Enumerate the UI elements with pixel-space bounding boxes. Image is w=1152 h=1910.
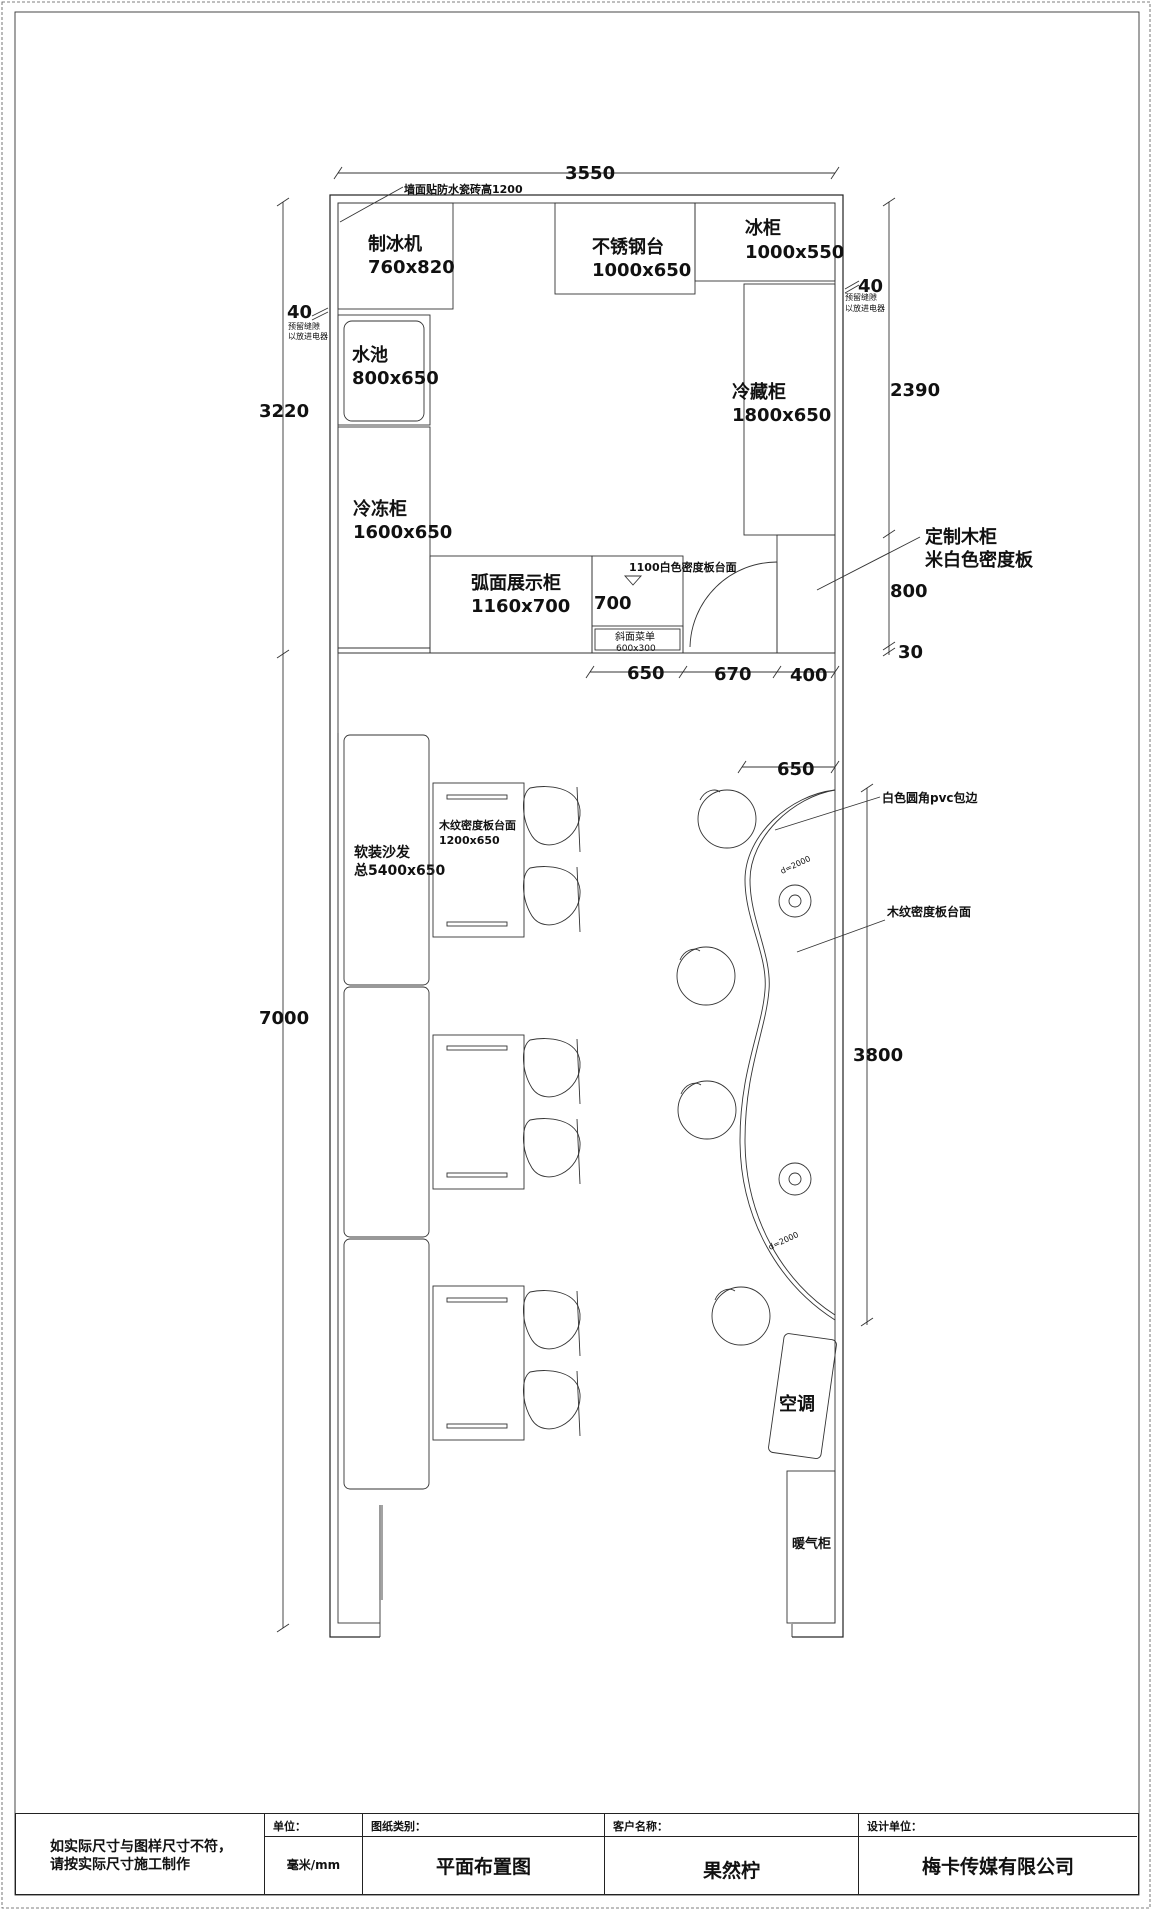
sink-counter [337, 314, 431, 426]
door-swing [689, 561, 778, 648]
dim-right-30: 30 [898, 642, 923, 663]
gap-note-left-2: 以放进电器 [288, 331, 328, 341]
pvc-edge-leader [774, 796, 881, 831]
display-label: 弧面展示柜 [471, 572, 561, 594]
dim-gap-left: 40 [287, 302, 312, 323]
client-cell: 客户名称： 果然柠 [605, 1814, 859, 1894]
tile-note-leader [339, 186, 404, 223]
bar-counter [739, 789, 836, 1321]
air-conditioner [768, 1333, 837, 1459]
menu-size: 600x300 [616, 644, 656, 654]
bar-top-label: 木纹密度板台面 [886, 904, 971, 919]
fridge-size: 1800x650 [732, 405, 831, 426]
designer-value: 梅卡传媒有限公司 [921, 1856, 1074, 1878]
dim-right-800: 800 [890, 581, 928, 602]
fridge-label: 冷藏柜 [732, 381, 786, 403]
sink-basin [343, 320, 425, 422]
sofa-section-2 [343, 986, 430, 1238]
custom-cabinet-leader [816, 536, 921, 591]
steel-bench-label: 不锈钢台 [592, 236, 664, 258]
gap-note-right-1: 预留缝隙 [845, 292, 877, 302]
display-size: 1160x700 [471, 596, 570, 617]
bar-stool-post-1 [778, 884, 812, 918]
bar-stools [676, 789, 771, 1346]
sink-label: 水池 [352, 344, 388, 366]
sofa-section-1 [343, 734, 430, 986]
dim-right-2390: 2390 [890, 380, 940, 401]
unit-cell: 单位： 毫米/mm [265, 1814, 363, 1894]
sofa-section-3 [343, 1238, 430, 1490]
counter-top-label: 1100白色密度板台面 [629, 560, 737, 574]
client-caption: 客户名称： [613, 1820, 668, 1833]
heater-label: 暖气柜 [792, 1536, 831, 1552]
title-note-line1: 如实际尺寸与图样尺寸不符， [50, 1839, 232, 1855]
type-value: 平面布置图 [435, 1856, 531, 1878]
sofa-label: 软装沙发 [354, 844, 411, 861]
table-1 [432, 782, 525, 938]
menu-board [591, 625, 684, 654]
small-freezer-size: 1000x550 [745, 242, 844, 263]
dim-gap-right: 40 [858, 276, 883, 297]
gap-note-right-2: 以放进电器 [845, 303, 885, 313]
heater-cabinet [786, 1470, 836, 1624]
tile-note: 墙面贴防水瓷砖高1200 [404, 182, 523, 196]
client-value: 果然柠 [702, 1860, 760, 1882]
ice-maker [337, 202, 454, 310]
dim-700: 700 [594, 593, 632, 614]
sheet-inner-border [14, 11, 1140, 1896]
title-block: 如实际尺寸与图样尺寸不符， 请按实际尺寸施工制作 单位： 毫米/mm 图纸类别：… [15, 1813, 1139, 1895]
type-cell: 图纸类别： 平面布置图 [363, 1814, 605, 1894]
menu-label: 斜面菜单 [615, 630, 655, 643]
small-freezer [694, 202, 836, 282]
unit-value: 毫米/mm [286, 1858, 341, 1872]
steel-bench-size: 1000x650 [592, 260, 691, 281]
table-3 [432, 1285, 525, 1441]
dim-400: 400 [790, 665, 828, 686]
dim-bar-650: 650 [777, 759, 815, 780]
gap-note-left-1: 预留缝隙 [288, 321, 320, 331]
ac-label: 空调 [779, 1393, 815, 1415]
freezer-label: 冷冻柜 [353, 498, 407, 520]
entrance-gap [380, 1622, 792, 1640]
designer-cell: 设计单位： 梅卡传媒有限公司 [859, 1814, 1137, 1894]
title-note-line2: 请按实际尺寸施工制作 [50, 1857, 190, 1873]
dim-bar-3800: 3800 [853, 1045, 903, 1066]
designer-caption: 设计单位： [867, 1820, 922, 1833]
dim-670: 670 [714, 664, 752, 685]
freezer-size: 1600x650 [353, 522, 452, 543]
arc-label-1: d=2000 [779, 854, 812, 876]
dim-650: 650 [627, 663, 665, 684]
bar-top-leader [796, 919, 886, 953]
table-2 [432, 1034, 525, 1190]
type-caption: 图纸类别： [371, 1820, 426, 1833]
pvc-edge-label: 白色圆角pvc包边 [882, 790, 979, 805]
custom-cabinet [776, 534, 836, 654]
title-note-cell: 如实际尺寸与图样尺寸不符， 请按实际尺寸施工制作 [16, 1814, 265, 1894]
bar-stool-post-2 [778, 1162, 812, 1196]
small-freezer-label: 冰柜 [745, 217, 781, 239]
arc-label-2: d=2000 [767, 1230, 800, 1252]
dim-top-width: 3550 [565, 163, 615, 184]
custom-cabinet-material: 米白色密度板 [925, 549, 1034, 571]
custom-cabinet-label: 定制木柜 [925, 526, 997, 548]
table-size: 1200x650 [439, 834, 500, 847]
ice-maker-label: 制冰机 [368, 233, 422, 255]
table-chairs [523, 786, 581, 1437]
unit-caption: 单位： [273, 1820, 306, 1833]
sink-size: 800x650 [352, 368, 439, 389]
dim-left-upper: 3220 [259, 401, 309, 422]
dim-left-lower: 7000 [259, 1008, 309, 1029]
counter-top-marker [623, 575, 643, 586]
sofa-size: 总5400x650 [354, 862, 445, 879]
table-top-label: 木纹密度板台面 [438, 818, 516, 832]
ice-maker-size: 760x820 [368, 257, 455, 278]
